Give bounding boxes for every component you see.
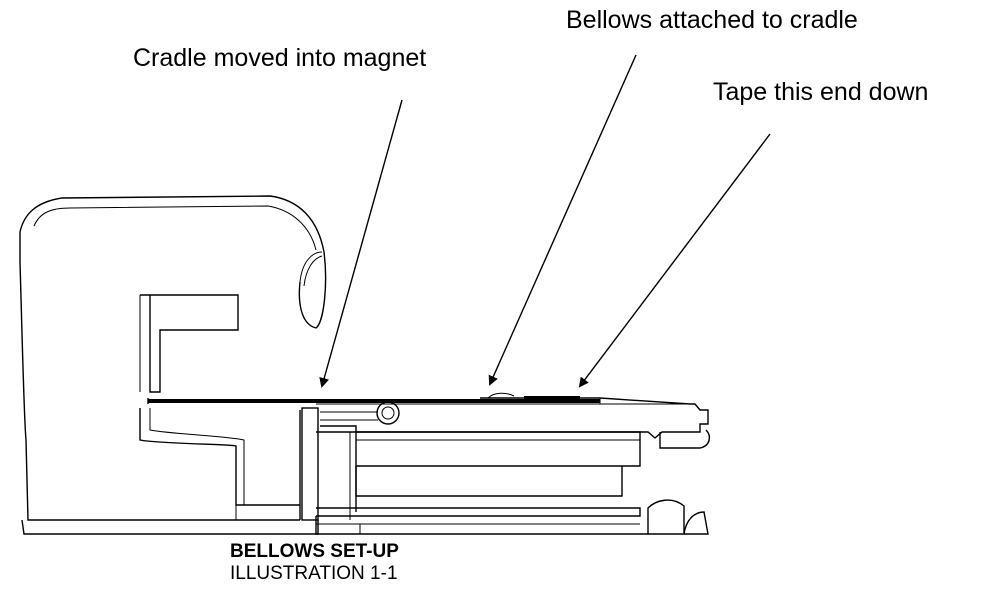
cradle-table: [147, 392, 711, 449]
bellows: [487, 392, 515, 399]
caption-subtitle: ILLUSTRATION 1-1: [230, 563, 398, 584]
caption-title: BELLOWS SET-UP: [230, 541, 399, 562]
tape-strip: [524, 396, 580, 401]
callout-cradle-label: Cradle moved into magnet: [133, 44, 427, 72]
callout-cradle-arrow: [319, 99, 403, 388]
callout-bellows-arrow: [488, 54, 637, 386]
figure-caption: BELLOWS SET-UP ILLUSTRATION 1-1: [230, 541, 399, 585]
magnet-housing: [19, 195, 327, 535]
callout-tape-label: Tape this end down: [713, 78, 929, 106]
roller-wheel: [320, 401, 400, 425]
callout-bellows-label: Bellows attached to cradle: [566, 6, 858, 34]
callout-tape-arrow: [578, 133, 771, 388]
patient-table-pedestal: [301, 407, 709, 535]
